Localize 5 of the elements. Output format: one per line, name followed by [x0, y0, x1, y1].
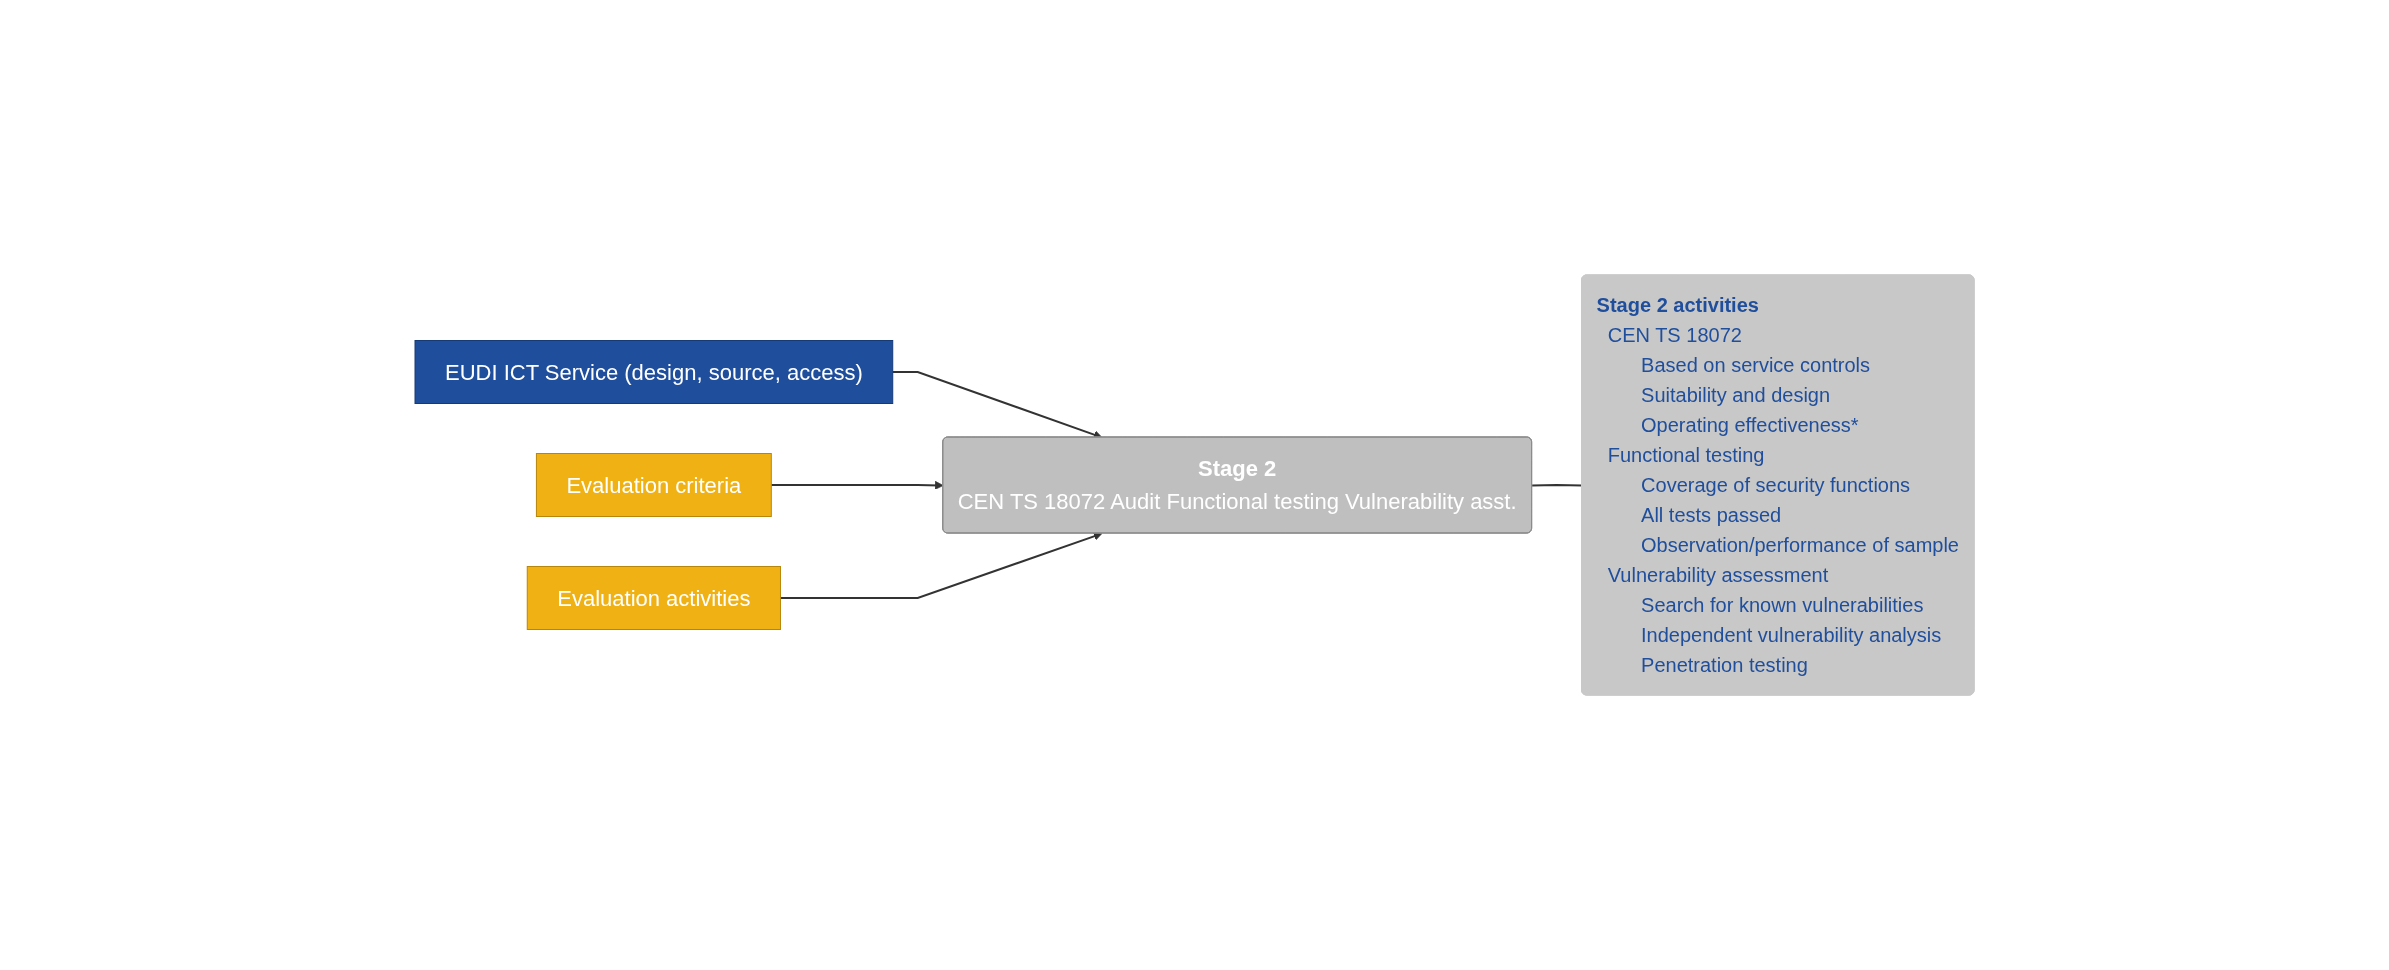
arrow — [770, 480, 944, 490]
arrow — [891, 371, 1103, 439]
node-box: Evaluation criteria — [535, 453, 772, 517]
node-box: EUDI ICT Service (design, source, access) — [414, 340, 894, 404]
node-box: Evaluation activities — [526, 566, 781, 630]
